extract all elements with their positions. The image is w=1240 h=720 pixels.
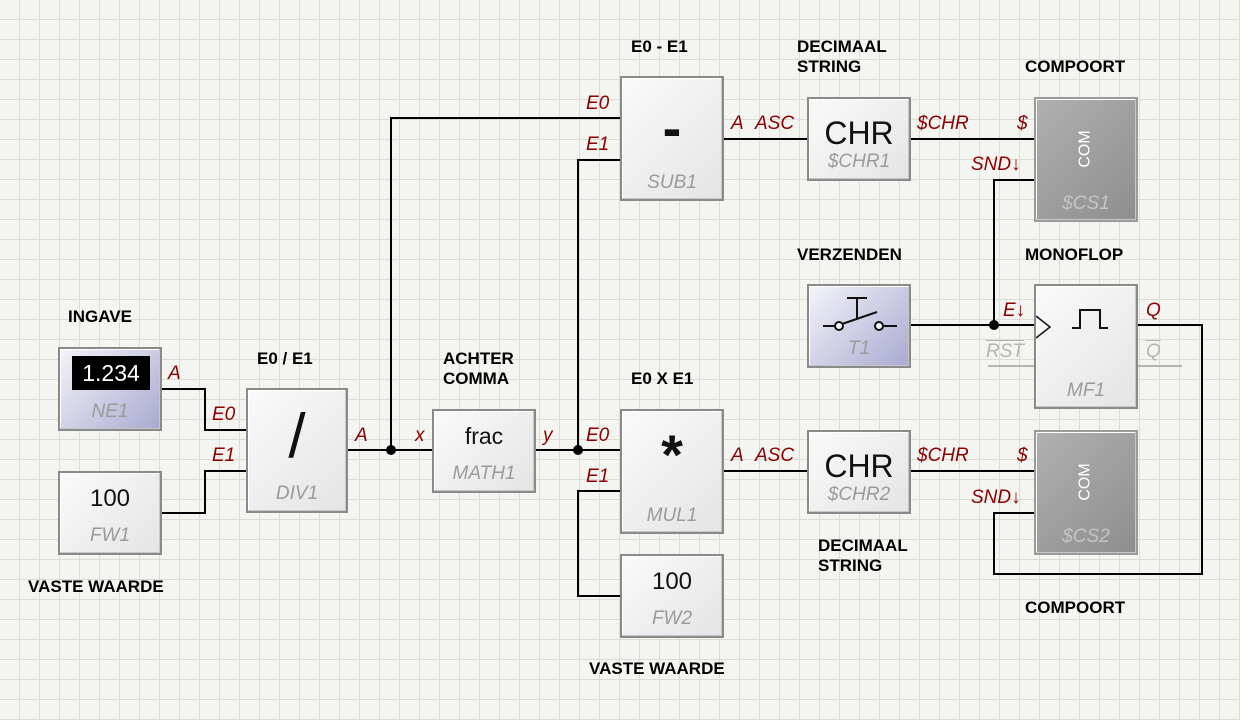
block-id-chr2: $CHR2	[827, 484, 891, 505]
multiply-block-mul1[interactable]: * MUL1	[620, 409, 724, 534]
wire-ne1-div1	[162, 388, 246, 431]
block-id-ne1: NE1	[91, 401, 129, 422]
port-label-cs1-snd: SND↓	[971, 154, 1021, 175]
com-label-wrap: COM	[1036, 454, 1136, 510]
port-label-div1-e1: E1	[212, 445, 236, 466]
wire-mf1-q-cs2-snd	[993, 324, 1203, 575]
heading-mul: E0 X E1	[631, 369, 694, 388]
heading-ingave: INGAVE	[68, 307, 132, 326]
port-label-sub1-e0: E0	[586, 93, 610, 114]
heading-vaste-waarde-fw1: VASTE WAARDE	[28, 577, 164, 596]
block-id-mul1: MUL1	[646, 505, 698, 526]
heading-verzenden: VERZENDEN	[797, 245, 902, 264]
block-id-t1: T1	[847, 338, 871, 359]
port-label-cs1-in: $	[1017, 113, 1028, 134]
pulse-icon	[1036, 309, 1108, 339]
pushbutton-switch-icon[interactable]	[823, 292, 897, 332]
port-label-div1-a: A	[355, 425, 368, 446]
port-label-mul1-e1: E1	[586, 466, 610, 487]
com-port-block-cs2[interactable]: COM $CS2	[1034, 430, 1138, 555]
port-label-chr1-out: $CHR	[917, 113, 969, 134]
block-id-cs2: $CS2	[1062, 526, 1110, 547]
block-id-cs1: $CS1	[1062, 193, 1110, 214]
wire-math1-sub1	[577, 159, 620, 450]
port-label-math1-y: y	[543, 425, 553, 446]
fixed-value-block-fw1[interactable]: 100 FW1	[58, 471, 162, 555]
heading-compoort-1: COMPOORT	[1025, 57, 1126, 76]
port-label-chr1-asc: ASC	[755, 113, 795, 134]
port-label-mf1-e: E↓	[1003, 300, 1026, 321]
chr-symbol: CHR	[824, 448, 894, 484]
fixed-value: 100	[89, 485, 131, 512]
chr-block-chr1[interactable]: CHR $CHR1	[807, 97, 911, 181]
multiply-symbol: *	[661, 423, 683, 486]
heading-compoort-2: COMPOORT	[1025, 598, 1126, 617]
port-label-ne1-a: A	[168, 363, 181, 384]
heading-sub: E0 - E1	[631, 37, 688, 56]
port-label-mf1-qbar: Q	[1146, 341, 1161, 362]
heading-div: E0 / E1	[257, 349, 313, 368]
numeric-display[interactable]: 1.234	[72, 356, 150, 390]
block-id-chr1: $CHR1	[827, 151, 891, 172]
heading-decimaal-string-1: DECIMAAL STRING	[797, 37, 887, 76]
math-block-math1[interactable]: frac MATH1	[432, 409, 536, 493]
wire-div1-sub1	[390, 117, 620, 450]
port-label-div1-e0: E0	[212, 404, 236, 425]
junction-div1-out	[386, 445, 396, 455]
subtract-symbol: -	[662, 96, 682, 159]
port-label-mul1-e0: E0	[586, 425, 610, 446]
heading-monoflop: MONOFLOP	[1025, 245, 1124, 264]
divide-block-div1[interactable]: / DIV1	[246, 388, 348, 513]
port-label-mf1-rst: RST	[986, 341, 1024, 362]
block-id-mf1: MF1	[1067, 380, 1105, 401]
fixed-value-block-fw2[interactable]: 100 FW2	[620, 554, 724, 638]
junction-t1-out	[989, 320, 999, 330]
chr-block-chr2[interactable]: CHR $CHR2	[807, 430, 911, 514]
heading-vaste-waarde-fw2: VASTE WAARDE	[589, 659, 725, 678]
heading-decimaal-string-2: DECIMAAL STRING	[818, 536, 908, 575]
frac-symbol: frac	[464, 423, 504, 449]
port-label-math1-x: x	[415, 425, 425, 446]
port-label-mul1-a: A	[731, 445, 744, 466]
chr-symbol: CHR	[824, 115, 894, 151]
port-label-chr2-asc: ASC	[755, 445, 795, 466]
wire-mf1-cs1-snd	[993, 179, 1034, 325]
port-label-chr2-out: $CHR	[917, 445, 969, 466]
port-label-cs2-in: $	[1017, 445, 1028, 466]
junction-math1-out	[573, 445, 583, 455]
monoflop-block-mf1[interactable]: MF1	[1034, 284, 1138, 409]
port-label-cs2-snd: SND↓	[971, 487, 1021, 508]
block-id-fw2: FW2	[651, 608, 693, 629]
block-id-sub1: SUB1	[647, 172, 697, 193]
port-label-sub1-a: A	[731, 113, 744, 134]
port-label-mf1-q: Q	[1146, 300, 1161, 321]
block-id-div1: DIV1	[275, 483, 319, 504]
numeric-input-block-ne1[interactable]: 1.234 NE1	[58, 347, 162, 431]
wire-fw1-div1	[162, 470, 246, 514]
pushbutton-block-t1[interactable]: T1	[807, 284, 911, 368]
com-port-block-cs1[interactable]: COM $CS1	[1034, 97, 1138, 222]
heading-achter-comma: ACHTER COMMA	[443, 349, 514, 388]
block-id-math1: MATH1	[452, 463, 516, 484]
subtract-block-sub1[interactable]: - SUB1	[620, 76, 724, 201]
divide-symbol: /	[288, 402, 306, 471]
block-id-fw1: FW1	[89, 525, 131, 546]
fixed-value: 100	[651, 568, 693, 595]
com-label: COM	[1076, 130, 1094, 168]
com-label: COM	[1076, 463, 1094, 501]
com-label-wrap: COM	[1036, 121, 1136, 177]
port-label-sub1-e1: E1	[586, 134, 610, 155]
wire-fw2-mul1	[577, 490, 620, 597]
